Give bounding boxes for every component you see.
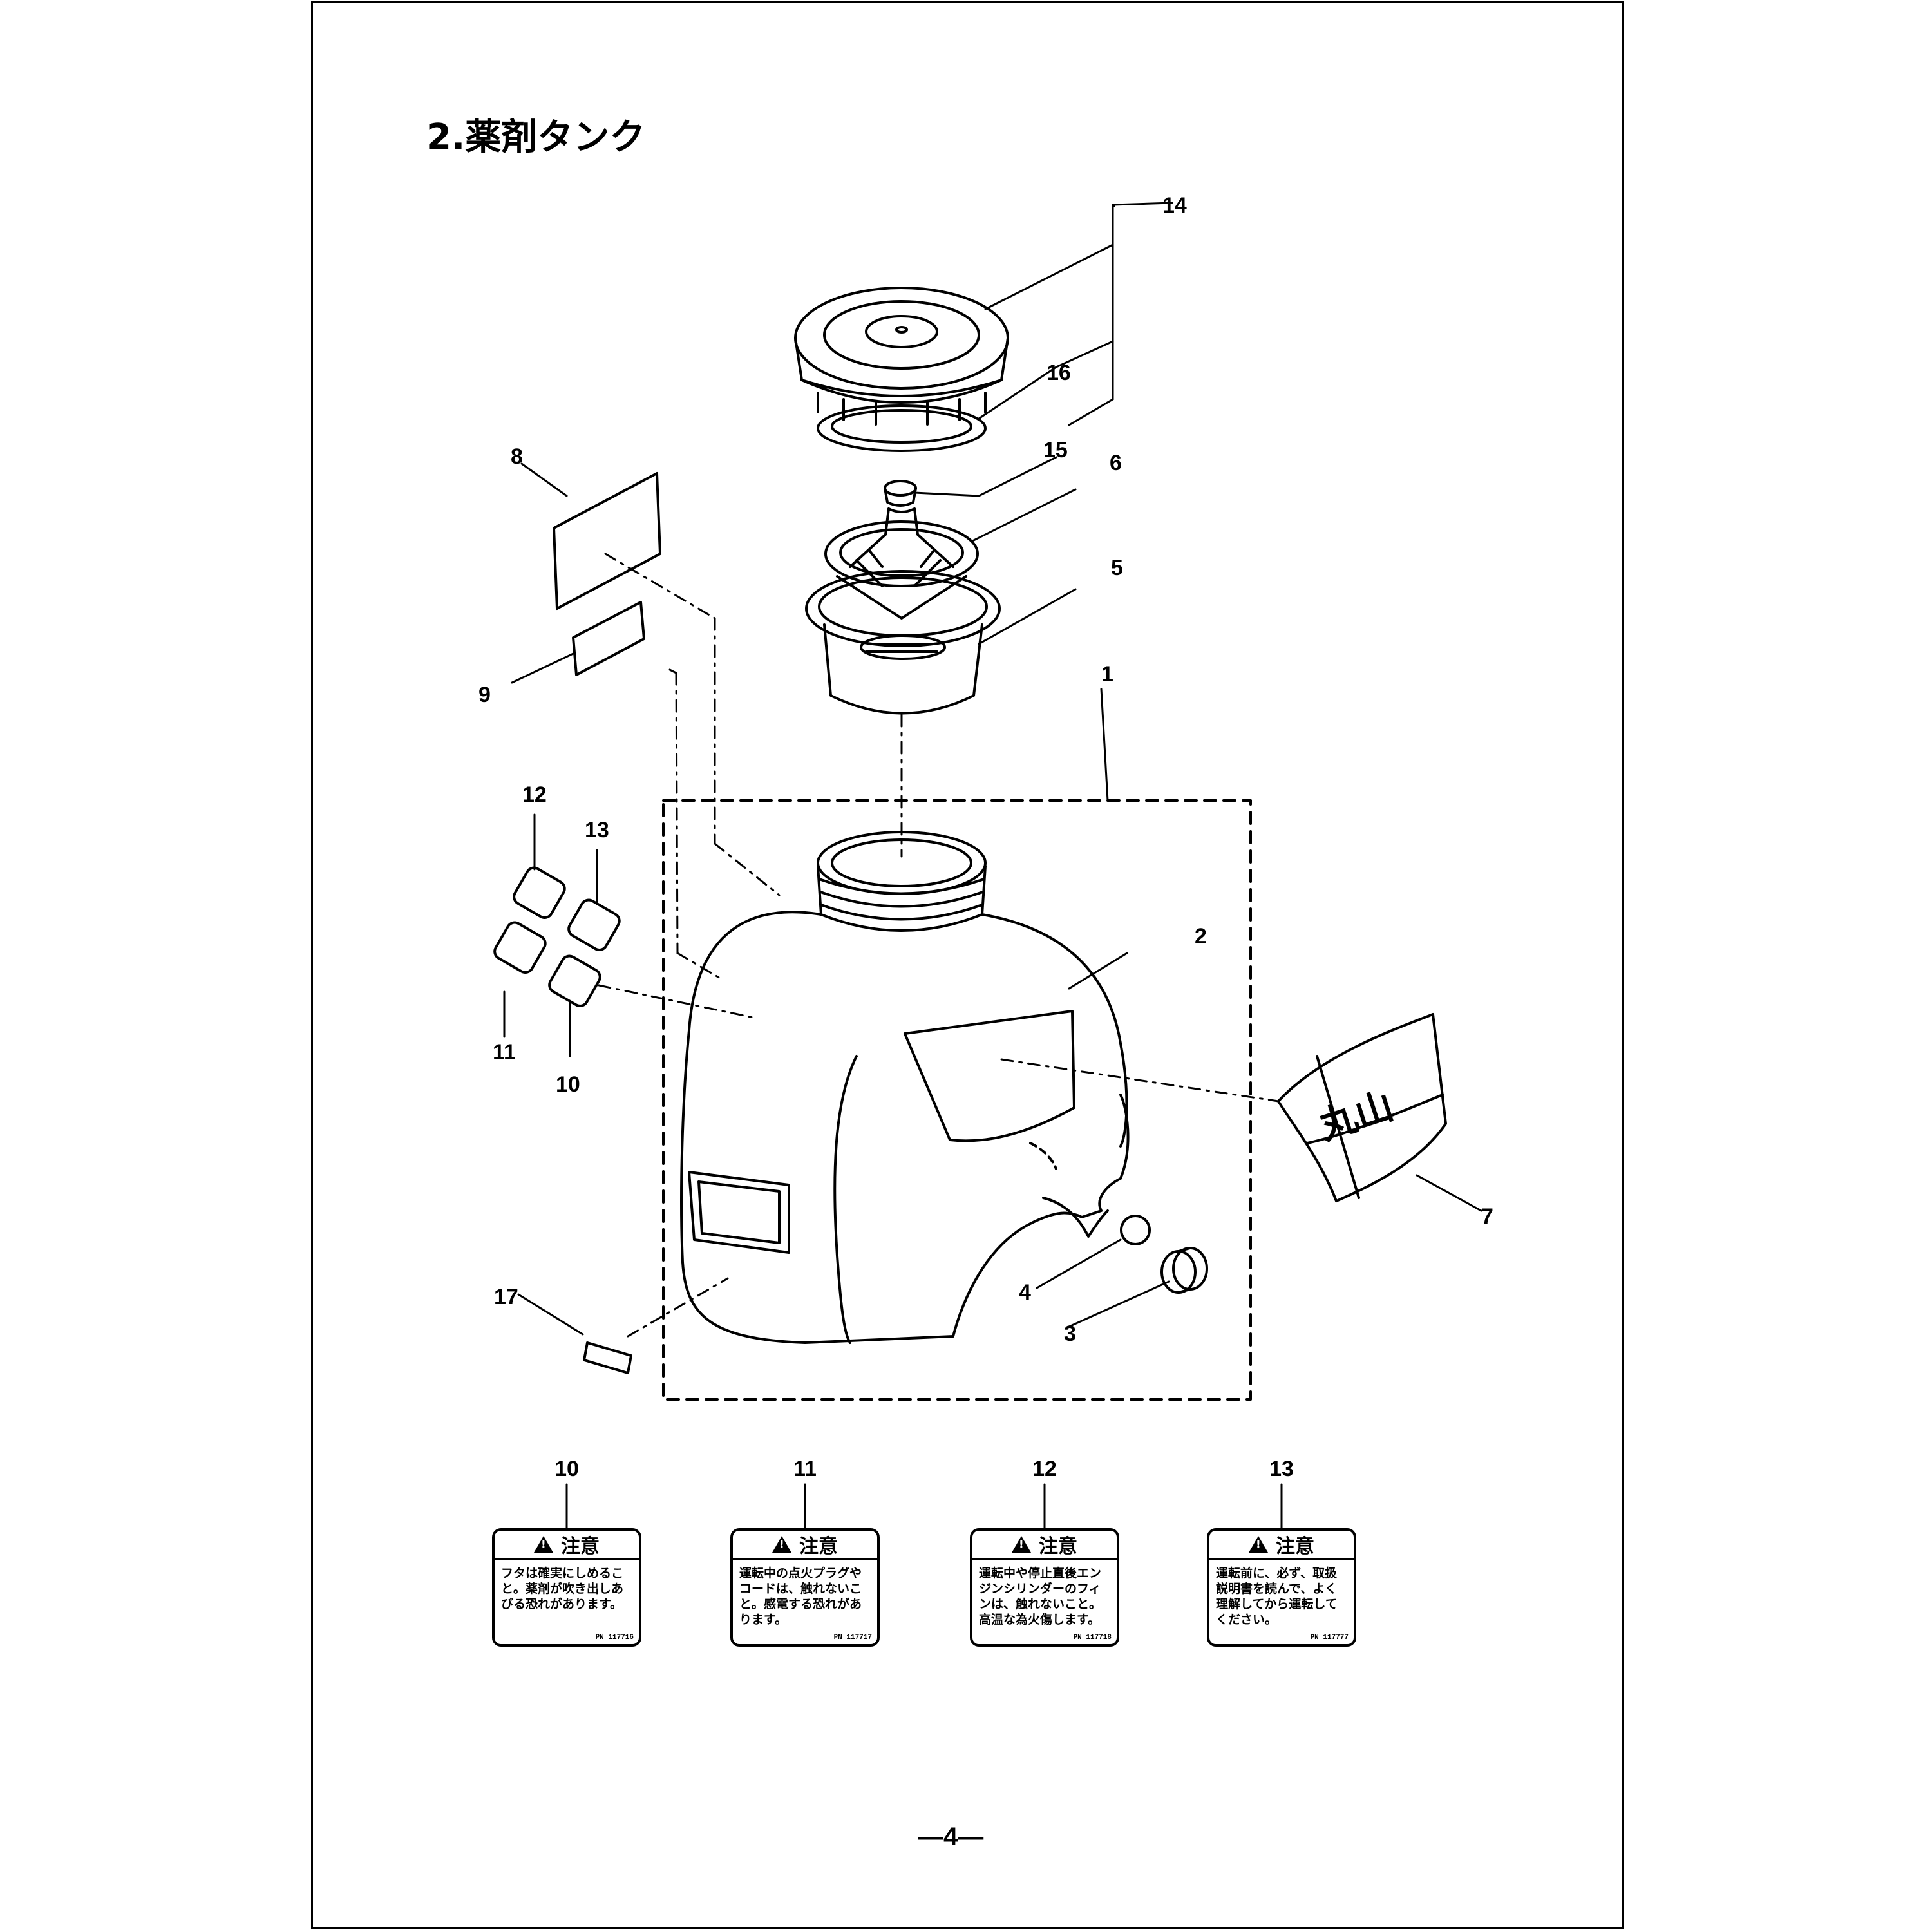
callout-14: 14 [1162, 193, 1187, 218]
assembly-1-box [662, 799, 1252, 1401]
callout-1: 1 [1101, 662, 1113, 687]
label-10-number: 10 [554, 1457, 579, 1481]
callout-2: 2 [1195, 924, 1207, 949]
warning-triangle-icon [1012, 1536, 1031, 1553]
page-title: 2.薬剤タンク [426, 117, 646, 158]
part-15-ring [884, 480, 917, 507]
cover-logo: 丸山 [1313, 1084, 1398, 1149]
warning-label-12: 注意 運転中や停止直後エンジンシリンダーのフィンは、触れないこと。高温な為火傷し… [970, 1528, 1119, 1647]
callout-10: 10 [556, 1072, 580, 1097]
warning-triangle-icon [772, 1536, 791, 1553]
label-code: PN 117777 [1310, 1634, 1349, 1642]
part-8-sticker [553, 472, 661, 610]
callout-8: 8 [511, 444, 523, 469]
callout-5: 5 [1111, 556, 1123, 580]
callout-3: 3 [1064, 1321, 1076, 1346]
callout-13: 13 [585, 818, 609, 842]
label-code: PN 117717 [833, 1634, 872, 1642]
label-text: フタは確実にしめること。薬剤が吹き出しあびる恐れがあります。 [501, 1566, 624, 1611]
page-number: —4— [918, 1823, 984, 1851]
label-code: PN 117716 [595, 1634, 634, 1642]
warning-label-13: 注意 運転前に、必ず、取扱説明書を読んで、よく理解してから運転してください。 P… [1207, 1528, 1356, 1647]
part-7-cover [1277, 1013, 1447, 1202]
part-5-basket [805, 570, 1001, 715]
part-12-13-11-10-stickers [493, 866, 621, 1007]
label-code: PN 117718 [1073, 1634, 1112, 1642]
part-3-fitting [1160, 1247, 1208, 1294]
callout-17: 17 [494, 1285, 518, 1309]
label-heading: 注意 [561, 1535, 600, 1558]
callout-9: 9 [478, 683, 491, 707]
warning-label-11: 注意 運転中の点火プラグやコードは、触れないこと。感電する恐れがあります。 PN… [730, 1528, 880, 1647]
callout-15: 15 [1043, 438, 1068, 462]
page-frame [311, 1, 1624, 1929]
part-14-tank-cap [794, 287, 1009, 426]
warning-triangle-icon [1249, 1536, 1268, 1553]
warning-label-10: 注意 フタは確実にしめること。薬剤が吹き出しあびる恐れがあります。 PN 117… [492, 1528, 641, 1647]
label-11-number: 11 [793, 1457, 817, 1481]
label-heading: 注意 [799, 1535, 838, 1558]
label-12-number: 12 [1032, 1457, 1057, 1481]
part-9-sticker [572, 601, 645, 676]
callout-12: 12 [522, 782, 547, 807]
part-6-strainer [824, 507, 979, 620]
callout-4: 4 [1019, 1280, 1031, 1305]
label-13-number: 13 [1269, 1457, 1294, 1481]
callout-16: 16 [1046, 361, 1071, 385]
label-text: 運転中や停止直後エンジンシリンダーのフィンは、触れないこと。高温な為火傷します。 [979, 1566, 1102, 1627]
label-heading: 注意 [1276, 1535, 1314, 1558]
callout-6: 6 [1110, 451, 1122, 475]
part-2-panel [904, 1010, 1075, 1142]
part-4-plug [1120, 1215, 1151, 1245]
part-17-sticker [583, 1341, 632, 1374]
part-16-gasket [817, 404, 987, 452]
part-1-tank-body [680, 831, 1130, 1344]
label-heading: 注意 [1039, 1535, 1077, 1558]
callout-7: 7 [1481, 1204, 1493, 1229]
callout-11: 11 [493, 1040, 516, 1065]
label-text: 運転中の点火プラグやコードは、触れないこと。感電する恐れがあります。 [739, 1566, 862, 1627]
label-text: 運転前に、必ず、取扱説明書を読んで、よく理解してから運転してください。 [1216, 1566, 1338, 1627]
warning-triangle-icon [534, 1536, 553, 1553]
